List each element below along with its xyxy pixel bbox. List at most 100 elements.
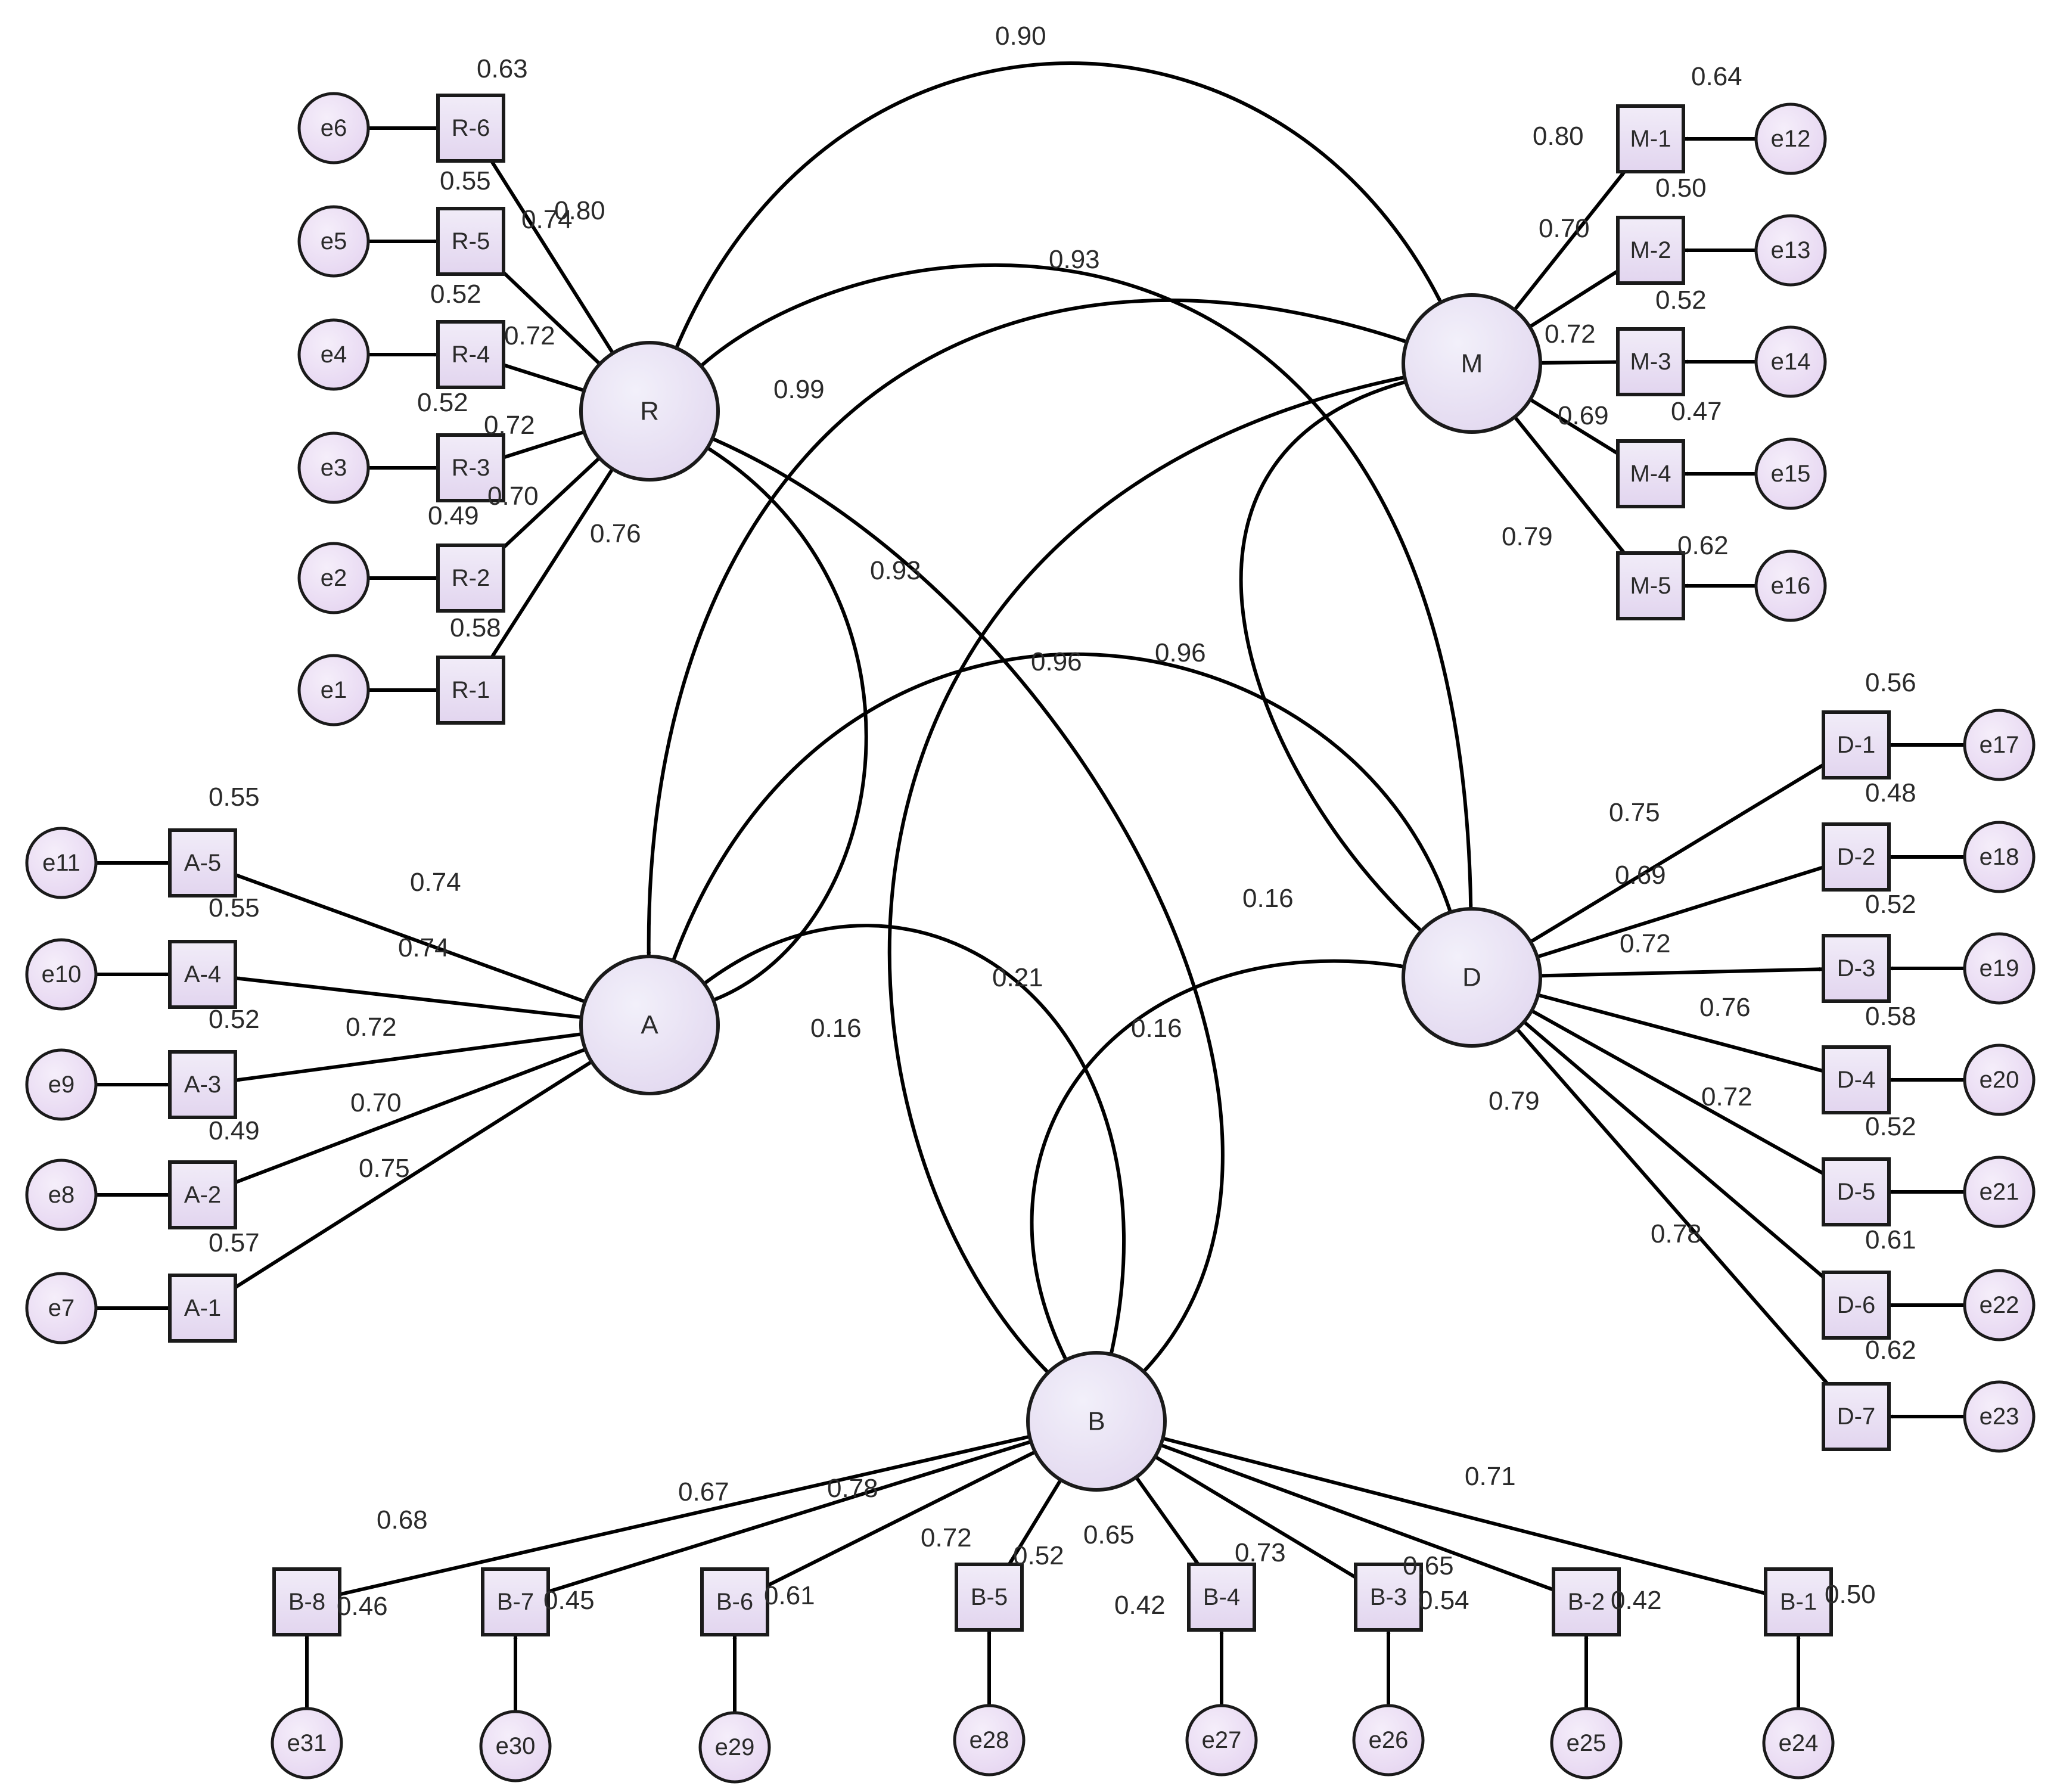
indicator-box-b-6 — [700, 1567, 769, 1636]
error-circle-e20 — [1963, 1043, 2036, 1116]
indicator-box-b-2 — [1552, 1567, 1621, 1636]
error-label-e9: e9 — [48, 1072, 75, 1098]
loading-label-d-5: 0.72 — [1701, 1082, 1753, 1111]
error-circle-e28 — [953, 1704, 1026, 1777]
indicator-m-1: M-1 — [1616, 104, 1685, 173]
error-term-e27: e27 — [1185, 1704, 1258, 1777]
error-term-e17: e17 — [1963, 709, 2036, 781]
error-label-e13: e13 — [1771, 237, 1811, 263]
error-circle-e31 — [271, 1707, 343, 1779]
error-label-e31: e31 — [287, 1730, 327, 1756]
r2-label-d-6: 0.61 — [1865, 1225, 1916, 1254]
r2-label-a-2: 0.49 — [209, 1116, 260, 1145]
covariance-arrow-m-b — [887, 375, 1405, 1374]
error-circle-e30 — [479, 1710, 552, 1782]
error-term-e16: e16 — [1754, 549, 1827, 622]
loading-arrow-d-1 — [1529, 763, 1825, 944]
indicator-label-a-3: A-3 — [184, 1072, 221, 1098]
loading-arrow-d-2 — [1536, 865, 1824, 959]
indicator-d-2: D-2 — [1822, 822, 1891, 892]
indicator-box-b-7 — [481, 1567, 550, 1636]
error-circle-e24 — [1762, 1707, 1835, 1779]
error-term-e4: e4 — [297, 318, 370, 391]
indicator-a-1: A-1 — [168, 1274, 237, 1343]
loading-arrow-d-6 — [1522, 1020, 1825, 1279]
loading-arrow-m-5 — [1513, 415, 1626, 554]
r2-label-m-5: 0.62 — [1677, 531, 1729, 560]
r2-label-b-8: 0.46 — [337, 1592, 388, 1621]
error-circle-e9 — [25, 1048, 98, 1121]
r2-label-m-2: 0.50 — [1655, 173, 1707, 203]
loading-label-b-6: 0.78 — [827, 1474, 878, 1503]
error-circle-e3 — [297, 431, 370, 504]
error-term-e29: e29 — [698, 1711, 771, 1784]
error-term-e5: e5 — [297, 205, 370, 278]
indicator-box-a-3 — [168, 1050, 237, 1119]
latent-d: D — [1402, 907, 1542, 1048]
indicator-box-m-1 — [1616, 104, 1685, 173]
error-term-e12: e12 — [1754, 103, 1827, 175]
error-circle-e10 — [25, 938, 98, 1011]
error-circle-e18 — [1963, 821, 2036, 893]
loading-label-d-4: 0.76 — [1699, 993, 1751, 1022]
error-label-e25: e25 — [1567, 1730, 1607, 1756]
error-label-e1: e1 — [321, 677, 347, 703]
error-term-e3: e3 — [297, 431, 370, 504]
indicator-m-4: M-4 — [1616, 439, 1685, 508]
error-circle-e5 — [297, 205, 370, 278]
r2-label-r-4: 0.52 — [430, 279, 481, 309]
covariance-label-m-a: 0.99 — [773, 375, 825, 404]
indicator-label-b-3: B-3 — [1370, 1584, 1407, 1610]
loading-label-r-1: 0.76 — [590, 519, 641, 548]
indicator-label-b-1: B-1 — [1780, 1589, 1817, 1615]
error-circle-e2 — [297, 542, 370, 614]
indicator-label-b-6: B-6 — [716, 1589, 753, 1615]
indicator-label-d-2: D-2 — [1837, 844, 1875, 870]
indicator-a-4: A-4 — [168, 940, 237, 1009]
error-circle-e25 — [1550, 1707, 1623, 1779]
covariance-label-m-d: 0.16 — [1242, 884, 1294, 913]
loading-arrow-b-8 — [339, 1434, 1030, 1597]
r2-label-m-1: 0.64 — [1691, 62, 1742, 91]
error-label-e5: e5 — [321, 228, 347, 254]
error-label-e17: e17 — [1980, 732, 2019, 758]
error-label-e30: e30 — [496, 1733, 536, 1759]
error-circle-e17 — [1963, 709, 2036, 781]
error-label-e12: e12 — [1771, 126, 1811, 152]
loading-label-b-8: 0.68 — [377, 1505, 428, 1535]
indicator-box-m-2 — [1616, 216, 1685, 285]
indicator-r-2: R-2 — [436, 543, 505, 613]
indicator-box-d-1 — [1822, 710, 1891, 779]
loading-label-m-4: 0.69 — [1558, 401, 1609, 430]
latent-label-m: M — [1461, 349, 1483, 378]
error-circle-e11 — [25, 827, 98, 899]
loading-label-b-1: 0.71 — [1465, 1462, 1516, 1491]
r2-label-b-3: 0.54 — [1418, 1586, 1469, 1615]
r2-label-b-1: 0.50 — [1825, 1580, 1876, 1609]
error-term-e25: e25 — [1550, 1707, 1623, 1779]
r2-label-b-4: 0.42 — [1114, 1591, 1166, 1620]
loading-arrow-m-3 — [1540, 360, 1618, 365]
loading-arrow-m-1 — [1513, 170, 1626, 311]
error-circle-e15 — [1754, 437, 1827, 510]
indicator-box-d-2 — [1822, 822, 1891, 892]
error-circle-e8 — [25, 1159, 98, 1231]
latent-b: B — [1026, 1351, 1167, 1492]
error-term-e22: e22 — [1963, 1269, 2036, 1341]
loading-arrow-d-4 — [1537, 993, 1824, 1073]
indicator-label-m-1: M-1 — [1630, 126, 1671, 152]
indicator-label-r-4: R-4 — [452, 341, 490, 368]
error-circle-e27 — [1185, 1704, 1258, 1777]
indicator-r-4: R-4 — [436, 320, 505, 389]
loading-arrow-r-1 — [490, 468, 614, 659]
indicator-box-r-3 — [436, 433, 505, 502]
loading-arrow-d-5 — [1530, 1009, 1825, 1175]
indicator-d-4: D-4 — [1822, 1045, 1891, 1114]
indicator-box-r-1 — [436, 656, 505, 725]
covariance-arrow-d-b — [1030, 959, 1405, 1361]
r2-label-d-7: 0.62 — [1865, 1336, 1916, 1365]
covariance-arrow-m-d — [1239, 380, 1423, 933]
error-label-e14: e14 — [1771, 349, 1811, 375]
error-label-e15: e15 — [1771, 461, 1811, 487]
